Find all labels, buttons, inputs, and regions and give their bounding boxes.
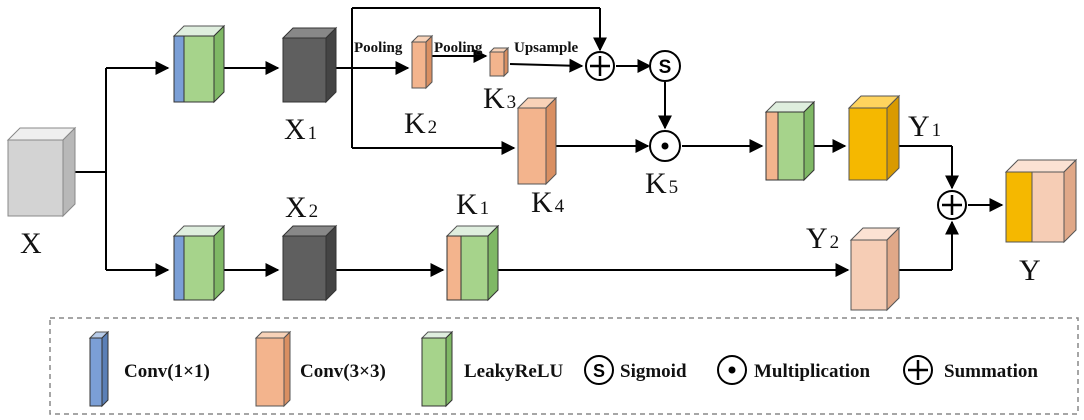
legend-label-conv1x1: Conv(1×1) bbox=[124, 361, 210, 382]
legend-item-leakyrelu: LeakyReLU bbox=[420, 330, 564, 408]
block-x bbox=[6, 126, 77, 218]
label-upsample: Upsample bbox=[514, 40, 579, 56]
legend-sigmoid-icon bbox=[584, 355, 614, 385]
legend-swatch-conv1x1 bbox=[89, 337, 103, 407]
legend-swatch-leakyrelu bbox=[421, 337, 447, 407]
label-pooling-2: Pooling bbox=[434, 40, 483, 56]
block-k1 bbox=[445, 224, 500, 302]
block-k3 bbox=[488, 46, 510, 78]
legend-item-multiplication: Multiplication bbox=[717, 355, 871, 385]
block-y2 bbox=[849, 226, 901, 312]
sigmoid-operator: S bbox=[649, 50, 681, 82]
label-x: X bbox=[20, 227, 42, 260]
block-top-conv-leaky bbox=[172, 24, 226, 104]
block-k2 bbox=[410, 34, 434, 90]
legend-item-sigmoid: S Sigmoid bbox=[584, 355, 687, 385]
sigmoid-symbol: S bbox=[659, 57, 672, 78]
legend-label-summation: Summation bbox=[944, 361, 1038, 382]
svg-text:S: S bbox=[593, 361, 605, 381]
edge-k3-upsample bbox=[509, 58, 584, 73]
connections bbox=[62, 7, 1004, 277]
edge-labels: Pooling Pooling Upsample bbox=[354, 40, 579, 56]
sum-operator-final bbox=[937, 190, 967, 220]
legend-label-leakyrelu: LeakyReLU bbox=[464, 361, 564, 382]
block-y1 bbox=[847, 94, 901, 182]
block-k4 bbox=[516, 96, 558, 186]
legend-item-summation: Summation bbox=[903, 355, 1038, 385]
block-bottom-conv-leaky bbox=[172, 224, 226, 302]
sum-operator-top bbox=[585, 51, 615, 81]
legend-swatch-conv3x3 bbox=[255, 337, 285, 407]
legend-label-sigmoid: Sigmoid bbox=[620, 361, 687, 382]
multiplication-operator bbox=[649, 130, 681, 162]
legend-item-conv3x3: Conv(3×3) bbox=[254, 330, 386, 408]
legend-border bbox=[49, 317, 1079, 415]
block-y bbox=[1004, 158, 1078, 244]
label-y: Y bbox=[1019, 254, 1041, 287]
legend: Conv(1×1) Conv(3×3) LeakyReLU S Sigmoid … bbox=[49, 317, 1079, 415]
legend-label-conv3x3: Conv(3×3) bbox=[300, 361, 386, 382]
block-mid-conv-leaky bbox=[764, 100, 816, 182]
block-x1 bbox=[281, 26, 338, 104]
block-x2 bbox=[281, 224, 338, 302]
legend-item-conv1x1: Conv(1×1) bbox=[88, 330, 210, 408]
label-pooling-1: Pooling bbox=[354, 40, 403, 56]
legend-label-multiplication: Multiplication bbox=[754, 361, 871, 382]
